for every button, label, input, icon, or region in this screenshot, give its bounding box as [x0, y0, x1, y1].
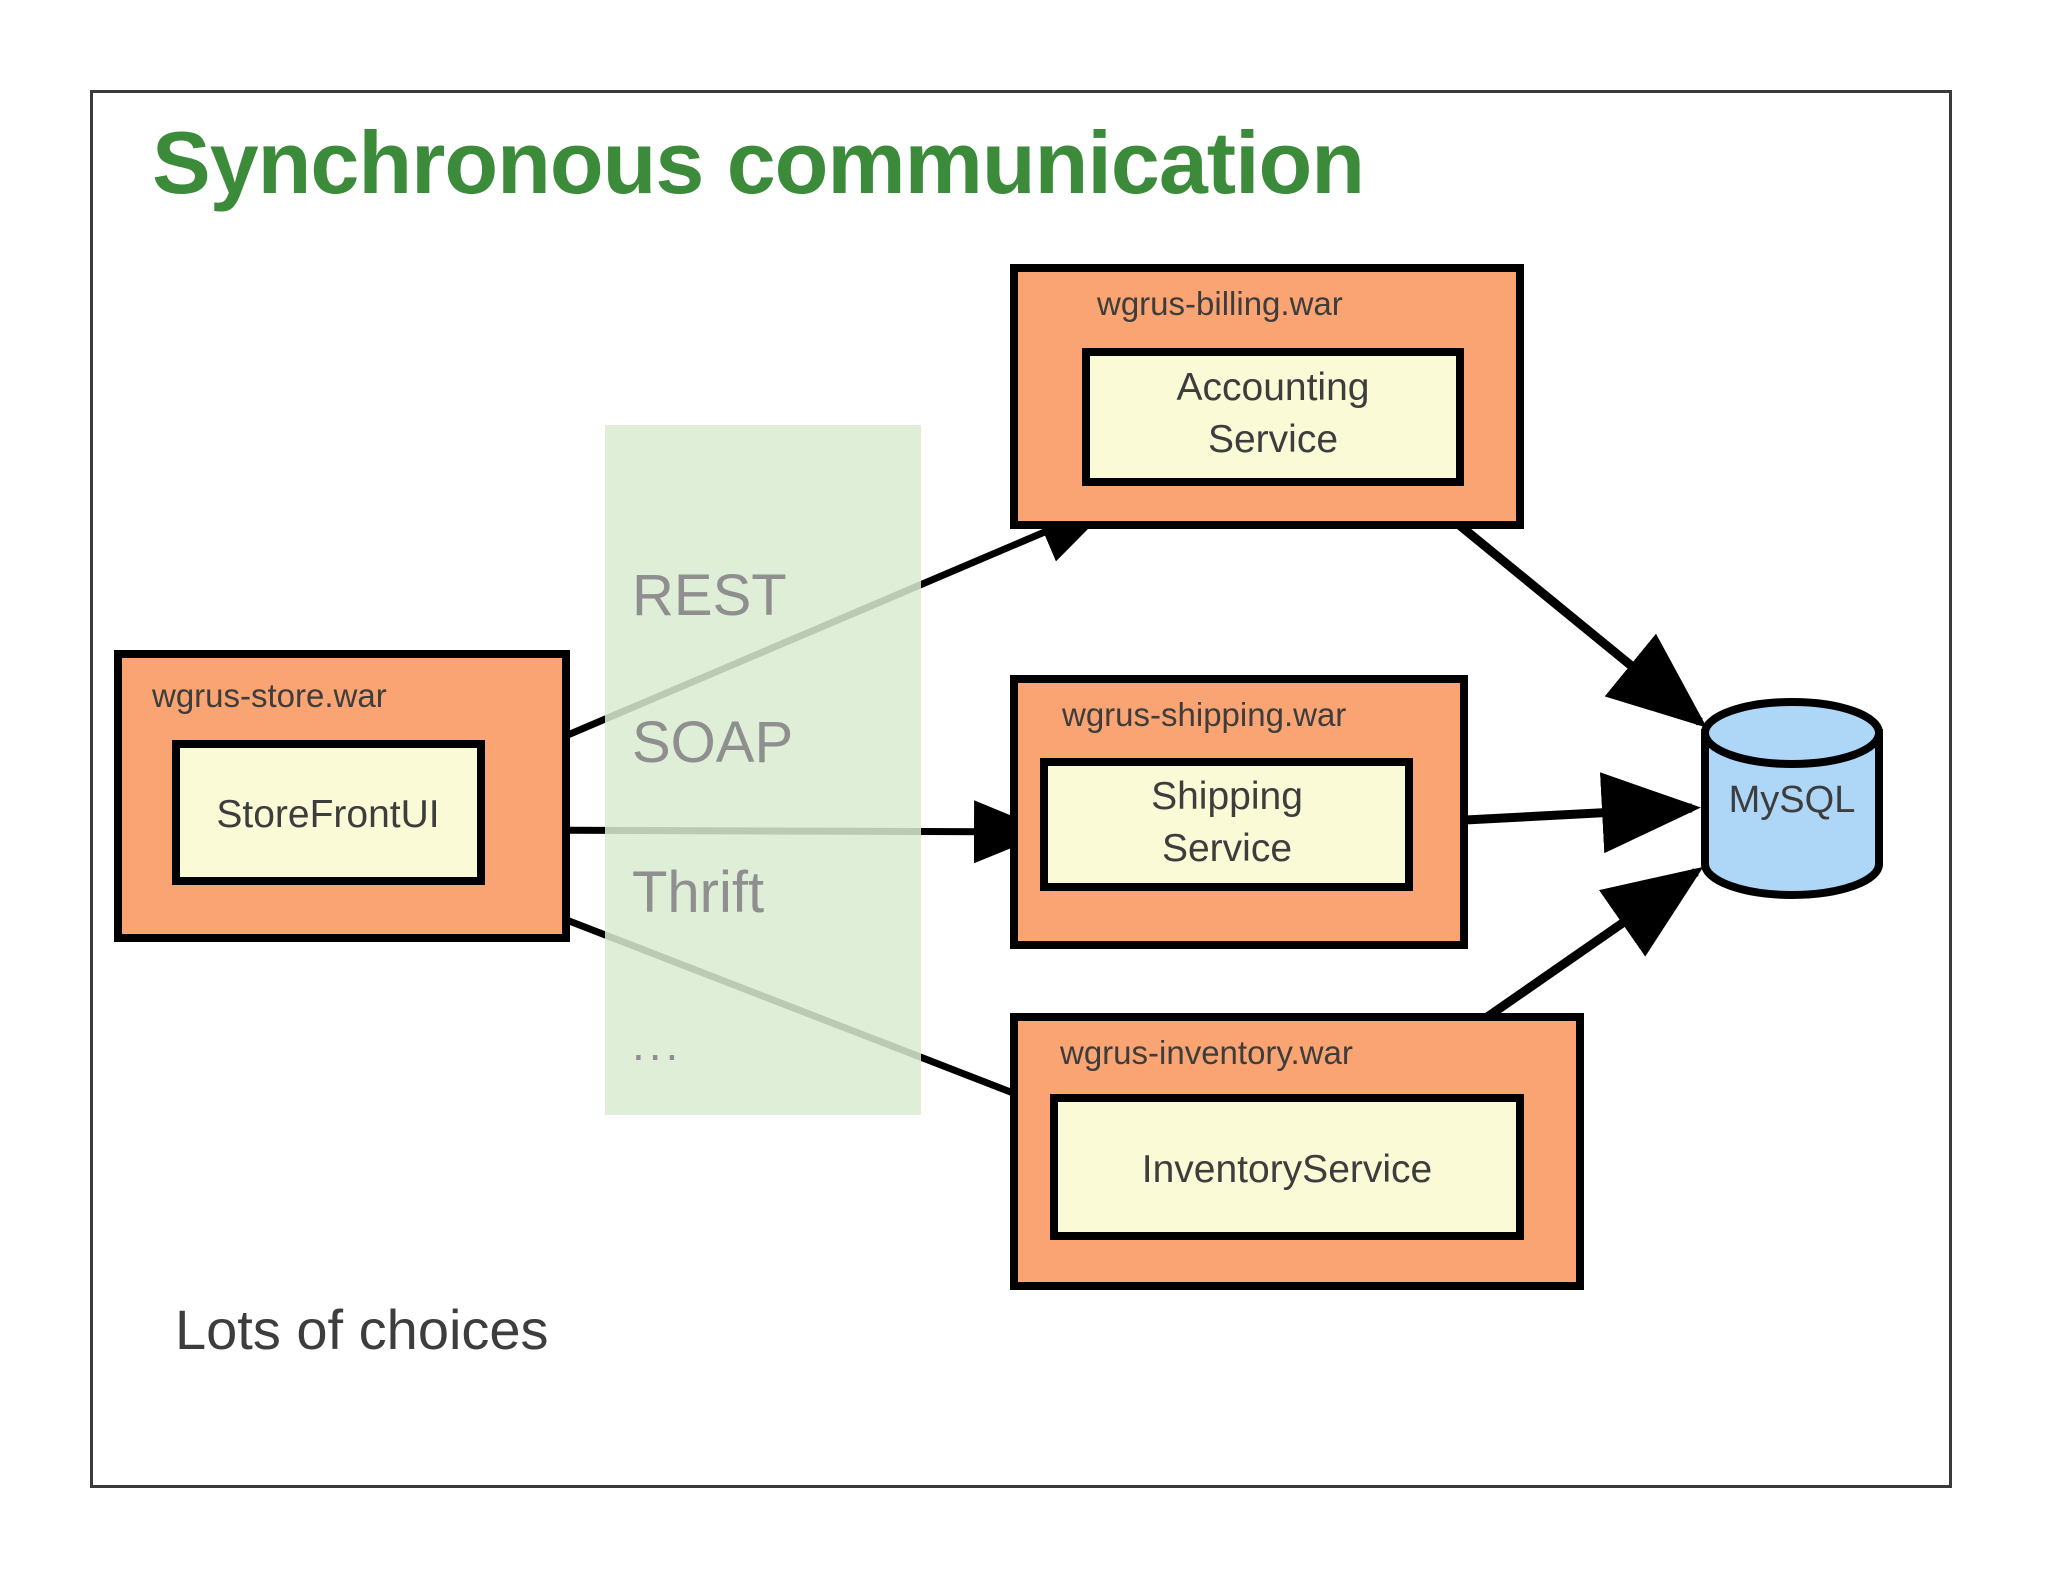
protocol-band-rect — [605, 425, 921, 1115]
slide-caption: Lots of choices — [175, 1298, 549, 1361]
protocol-label-soap: SOAP — [632, 710, 793, 775]
protocol-label-ellipsis: ... — [632, 1018, 682, 1070]
protocol-band: REST SOAP Thrift ... — [605, 425, 921, 1115]
container-wgrus-inventory[interactable]: wgrus-inventory.war InventoryService — [1010, 1013, 1584, 1290]
wgrus-store-war-label: wgrus-store.war — [151, 677, 387, 714]
database-mysql[interactable]: MySQL — [1701, 698, 1883, 899]
protocol-label-rest: REST — [632, 563, 787, 628]
slide-border-frame — [90, 90, 1952, 1488]
mysql-cylinder-body[interactable] — [1701, 729, 1883, 899]
storefrontui-service-label: StoreFrontUI — [216, 793, 439, 836]
inventory-service-box[interactable] — [1050, 1094, 1524, 1240]
shipping-service-label-line2: Service — [1162, 827, 1292, 870]
container-wgrus-shipping[interactable]: wgrus-shipping.war Shipping Service — [1010, 675, 1468, 949]
shipping-service-box[interactable] — [1040, 758, 1413, 891]
wgrus-inventory-war-label: wgrus-inventory.war — [1059, 1034, 1353, 1071]
page-title: Synchronous communication — [152, 113, 1365, 212]
wgrus-billing-war-label: wgrus-billing.war — [1096, 285, 1343, 322]
container-wgrus-store[interactable]: wgrus-store.war StoreFrontUI — [114, 650, 570, 942]
accounting-service-label-line1: Accounting — [1177, 366, 1370, 409]
mysql-cylinder-top[interactable] — [1701, 698, 1883, 768]
mysql-label: MySQL — [1729, 779, 1856, 821]
accounting-service-label-line2: Service — [1208, 418, 1338, 461]
accounting-service-box[interactable] — [1082, 348, 1464, 486]
container-wgrus-billing[interactable]: wgrus-billing.war Accounting Service — [1010, 264, 1524, 529]
inventory-service-label: InventoryService — [1142, 1148, 1432, 1191]
storefrontui-service-box[interactable] — [172, 740, 485, 885]
protocol-label-thrift: Thrift — [632, 860, 764, 925]
wgrus-shipping-war-label: wgrus-shipping.war — [1061, 696, 1346, 733]
shipping-service-label-line1: Shipping — [1151, 775, 1303, 818]
